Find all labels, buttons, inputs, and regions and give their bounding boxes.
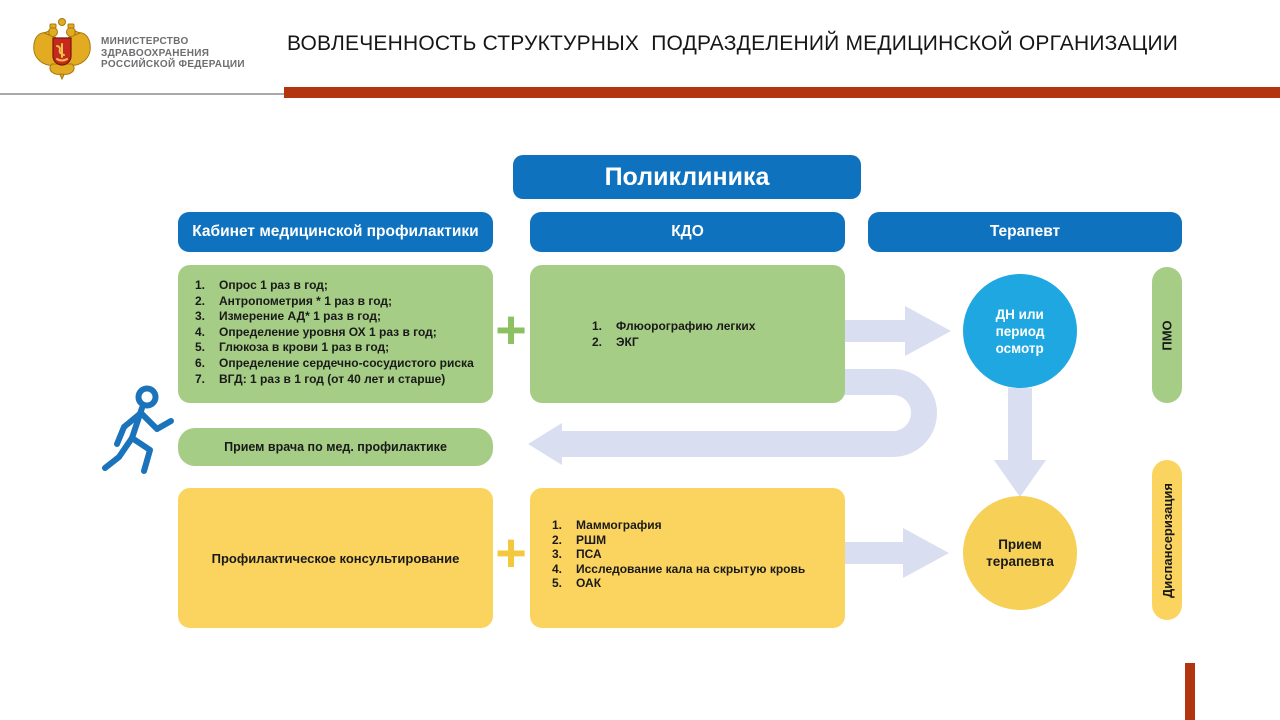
list-item-text: Опрос 1 раз в год; — [219, 278, 328, 292]
u-turn-arrowhead — [528, 423, 562, 465]
list-item: 3. Измерение АД* 1 раз в год; — [195, 309, 485, 325]
list-item-number: 6. — [195, 355, 206, 370]
list-item-text: РШМ — [576, 532, 607, 547]
therapist-reception-circle: Прием терапевта — [963, 496, 1077, 610]
list-item-number: 2. — [195, 293, 206, 308]
list-item: 1. Опрос 1 раз в год; — [195, 278, 485, 294]
bottom-red-accent-bar — [1185, 663, 1195, 720]
column-header-kdo: КДО — [530, 212, 845, 252]
dispensary-track-pill: Диспансеризация — [1152, 460, 1182, 620]
kdo-dispensary-services-box: 1. Маммография 2. РШМ 3. ПСА 4. Исследов… — [530, 488, 845, 628]
plus-sign-dispensary: + — [495, 523, 527, 583]
list-item-text: Антропометрия * 1 раз в год; — [219, 293, 392, 308]
list-item: 4. Исследование кала на скрытую кровь — [552, 562, 837, 577]
plus-sign-pmo: + — [495, 300, 527, 360]
dn-or-periodic-exam-circle: ДН или период осмотр — [963, 274, 1077, 388]
header-gray-line — [0, 93, 284, 95]
list-item-number: 1. — [592, 319, 603, 333]
list-item: 5. ОАК — [552, 576, 837, 591]
list-item: 1. Маммография — [552, 518, 837, 533]
list-item-number: 5. — [552, 576, 563, 591]
list-item: 3. ПСА — [552, 547, 837, 562]
list-item-text: ПСА — [576, 547, 602, 562]
column-header-prevention-office: Кабинет медицинской профилактики — [178, 212, 493, 252]
list-item-number: 2. — [592, 335, 603, 349]
list-item-number: 2. — [552, 532, 563, 547]
kdo-pmo-services-box: 1. Флюорографию легких 2. ЭКГ — [530, 265, 845, 403]
list-item-text: ОАК — [576, 576, 602, 591]
arrow-kdo-to-dn-circle — [845, 306, 951, 356]
list-item-text: Исследование кала на скрытую кровь — [576, 561, 806, 576]
list-item-number: 5. — [195, 340, 206, 355]
list-item: 4. Определение уровня ОХ 1 раз в год; — [195, 325, 485, 341]
list-item-text: Определение уровня ОХ 1 раз в год; — [219, 324, 437, 339]
arrow-dn-to-therapist-circle — [994, 388, 1046, 497]
polyclinic-header: Поликлиника — [513, 155, 861, 199]
list-item-text: Глюкоза в крови 1 раз в год; — [219, 340, 390, 355]
walking-person-icon — [102, 385, 174, 474]
column-header-therapist: Терапевт — [868, 212, 1182, 252]
list-item-text: ЭКГ — [616, 335, 639, 349]
list-item-number: 3. — [195, 309, 206, 324]
list-item-number: 1. — [552, 518, 563, 532]
ministry-emblem-icon — [33, 18, 91, 81]
pmo-track-label: ПМО — [1159, 319, 1175, 351]
list-item-text: Флюорографию легких — [616, 319, 756, 333]
counseling-box: Профилактическое консультирование — [178, 488, 493, 628]
list-item-text: Измерение АД* 1 раз в год; — [219, 309, 381, 324]
list-item-number: 4. — [552, 561, 563, 576]
list-item: 2. ЭКГ — [592, 334, 845, 350]
list-item-number: 4. — [195, 324, 206, 339]
list-item: 1. Флюорографию легких — [592, 318, 845, 334]
list-item-text: ВГД: 1 раз в 1 год (от 40 лет и старше) — [219, 371, 446, 386]
arrow-kdo-to-therapist-circle — [845, 528, 949, 578]
pmo-track-pill: ПМО — [1152, 267, 1182, 403]
list-item: 5. Глюкоза в крови 1 раз в год; — [195, 340, 485, 356]
list-item-number: 1. — [195, 278, 206, 292]
list-item: 2. Антропометрия * 1 раз в год; — [195, 294, 485, 310]
list-item-number: 3. — [552, 547, 563, 562]
list-item-text: Определение сердечно-сосудистого риска — [219, 355, 474, 370]
list-item-text: Маммография — [576, 518, 662, 532]
list-item: 7. ВГД: 1 раз в 1 год (от 40 лет и старш… — [195, 372, 485, 388]
list-item-number: 7. — [195, 371, 206, 386]
ministry-name: МИНИСТЕРСТВО ЗДРАВООХРАНЕНИЯ РОССИЙСКОЙ … — [101, 36, 245, 70]
prevention-doctor-pill: Прием врача по мед. профилактике — [178, 428, 493, 466]
dispensary-track-label: Диспансеризация — [1159, 482, 1175, 598]
prevention-office-services-box: 1. Опрос 1 раз в год; 2. Антропометрия *… — [178, 265, 493, 403]
list-item: 2. РШМ — [552, 533, 837, 548]
list-item: 6. Определение сердечно-сосудистого риск… — [195, 356, 485, 372]
slide-title: ВОВЛЕЧЕННОСТЬ СТРУКТУРНЫХ ПОДРАЗДЕЛЕНИЙ … — [287, 32, 1179, 55]
header-red-bar — [284, 87, 1280, 98]
